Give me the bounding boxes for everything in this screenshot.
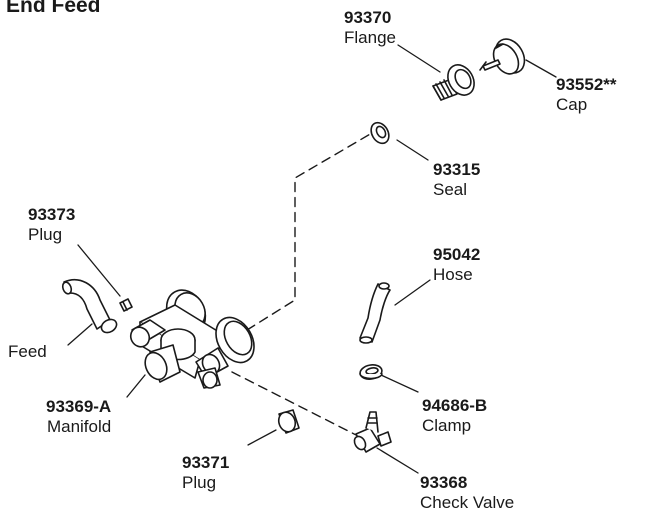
callout-hose: 95042 Hose (433, 245, 480, 284)
part-number: 95042 (433, 245, 481, 264)
part-name: Clamp (422, 415, 472, 435)
callout-plug-bottom: 93371 Plug (182, 453, 229, 492)
part-number: 94686-B (422, 396, 488, 415)
part-number: 93315 (433, 160, 481, 179)
callout-seal: 93315 Seal (433, 160, 480, 199)
part-number: 93552** (556, 75, 617, 94)
callout-manifold: 93369-A Manifold (46, 397, 111, 436)
part-name: Plug (28, 224, 63, 244)
part-number: 93369-A (46, 397, 112, 416)
callout-clamp: 94686-B Clamp (422, 396, 487, 435)
manifold-part (129, 289, 255, 389)
part-name: Check Valve (420, 492, 515, 512)
part-number: 93373 (28, 205, 76, 224)
feed-hose-part (61, 278, 118, 334)
callout-flange: 93370 Flange (344, 8, 396, 47)
part-number: 93371 (182, 453, 230, 472)
check-valve-part (353, 411, 392, 453)
small-plug-part (119, 298, 133, 312)
hose-part (359, 282, 391, 344)
callout-check-valve: 93368 Check Valve (420, 473, 514, 512)
part-name: Flange (344, 27, 396, 47)
part-name: Cap (556, 94, 588, 114)
part-name: Feed (8, 342, 47, 361)
part-number: 93370 (344, 8, 392, 27)
cap-part (479, 38, 526, 75)
bottom-plug-part (277, 409, 300, 434)
part-number: 93368 (420, 473, 468, 492)
diagram-title: End Feed (6, 0, 101, 17)
part-name: Seal (433, 179, 468, 199)
leader-lines (67, 44, 557, 474)
callout-plug-top: 93373 Plug (28, 205, 75, 244)
part-name: Hose (433, 264, 473, 284)
seal-part (370, 121, 390, 145)
callout-cap: 93552** Cap (556, 75, 617, 114)
part-name: Manifold (46, 416, 112, 436)
assembly-dashed-lines (231, 132, 373, 439)
callout-feed: Feed (8, 342, 47, 362)
part-name: Plug (182, 472, 217, 492)
flange-part (432, 64, 475, 101)
clamp-part (359, 364, 383, 380)
